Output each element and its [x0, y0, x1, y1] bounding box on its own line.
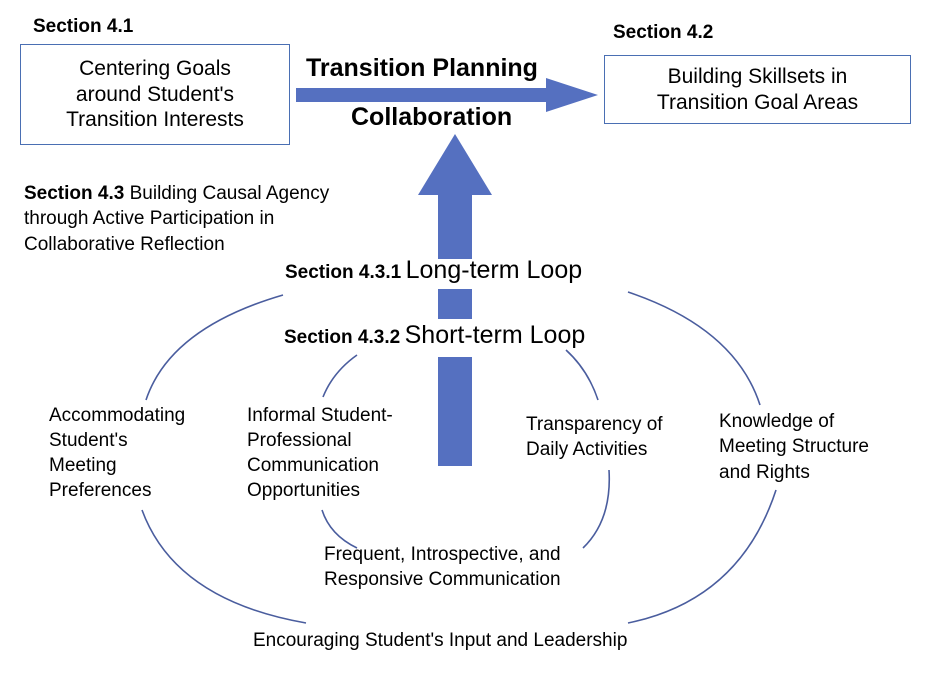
- text-line: Frequent, Introspective, and: [324, 544, 561, 565]
- long-term-loop-label: Section 4.3.1 Long-term Loop: [285, 255, 582, 286]
- text-line: Transparency of: [526, 414, 663, 435]
- text-line: Meeting Structure: [719, 436, 869, 458]
- section-4-3-2-heading: Section 4.3.2: [284, 327, 401, 348]
- upward-arrow-head: [418, 134, 492, 195]
- transparency-daily-activities-text: Transparency of Daily Activities: [526, 412, 663, 463]
- knowledge-meeting-structure-text: Knowledge of Meeting Structure and Right…: [719, 409, 869, 485]
- section-4-3-block: Section 4.3 Building Causal Agency throu…: [24, 181, 329, 257]
- collaboration-label: Collaboration: [351, 103, 513, 131]
- section-4-3-title: Building Causal Agency: [129, 183, 330, 204]
- upward-arrow-shaft-middle: [438, 289, 472, 319]
- encouraging-leadership-text: Encouraging Student's Input and Leadersh…: [253, 630, 628, 651]
- text-line: Accommodating: [49, 405, 186, 426]
- short-term-loop-arc-right-lower: [582, 469, 611, 549]
- text-line: Preferences: [49, 480, 152, 502]
- long-term-loop-arc-left-lower: [141, 509, 307, 624]
- right-arrow-head: [546, 78, 598, 112]
- text-line: Meeting: [49, 455, 117, 477]
- short-term-loop-arc-right-upper: [565, 349, 599, 401]
- long-term-loop-arc-right-upper: [627, 291, 761, 406]
- section-4-3-1-heading: Section 4.3.1: [285, 262, 402, 283]
- text-line: and Rights: [719, 461, 810, 483]
- text-line: Opportunities: [247, 480, 361, 502]
- right-arrow-shaft: [296, 88, 546, 102]
- section-4-1-line: around Student's: [75, 82, 235, 106]
- accommodating-preferences-text: Accommodating Student's Meeting Preferen…: [49, 403, 185, 503]
- text-line: Daily Activities: [526, 439, 648, 461]
- informal-communication-text: Informal Student- Professional Communica…: [247, 403, 393, 503]
- section-4-2-line: Building Skillsets in: [667, 64, 848, 88]
- section-4-1-line: Transition Interests: [66, 108, 244, 132]
- short-term-loop-label: Section 4.3.2 Short-term Loop: [284, 320, 585, 351]
- section-4-2-heading: Section 4.2: [613, 22, 714, 43]
- short-term-loop-title: Short-term Loop: [404, 321, 586, 349]
- upward-arrow-shaft-lower: [438, 357, 472, 466]
- section-4-3-line: Collaborative Reflection: [24, 233, 225, 255]
- transition-planning-label: Transition Planning: [306, 54, 538, 82]
- long-term-loop-title: Long-term Loop: [405, 256, 583, 284]
- long-term-loop-arc-left-upper: [145, 294, 284, 401]
- text-line: Professional: [247, 430, 352, 452]
- section-4-2-line: Transition Goal Areas: [656, 90, 859, 114]
- section-4-1-heading: Section 4.1: [33, 16, 134, 37]
- text-line: Communication: [247, 455, 379, 477]
- text-line: Knowledge of: [719, 411, 835, 432]
- upward-arrow-shaft-upper: [438, 195, 472, 259]
- short-term-loop-arc-left-lower: [321, 509, 358, 549]
- section-4-2-box: Building Skillsets in Transition Goal Ar…: [604, 55, 911, 124]
- long-term-loop-arc-right-lower: [627, 489, 777, 624]
- section-4-1-box: Centering Goals around Student's Transit…: [20, 44, 290, 145]
- frequent-communication-text: Frequent, Introspective, and Responsive …: [324, 542, 561, 593]
- section-4-3-heading: Section 4.3: [24, 183, 125, 204]
- section-4-3-line: through Active Participation in: [24, 208, 275, 230]
- section-4-1-line: Centering Goals: [79, 57, 231, 81]
- short-term-loop-arc-left-upper: [322, 354, 358, 398]
- text-line: Informal Student-: [247, 405, 393, 426]
- text-line: Responsive Communication: [324, 569, 561, 591]
- text-line: Student's: [49, 430, 128, 452]
